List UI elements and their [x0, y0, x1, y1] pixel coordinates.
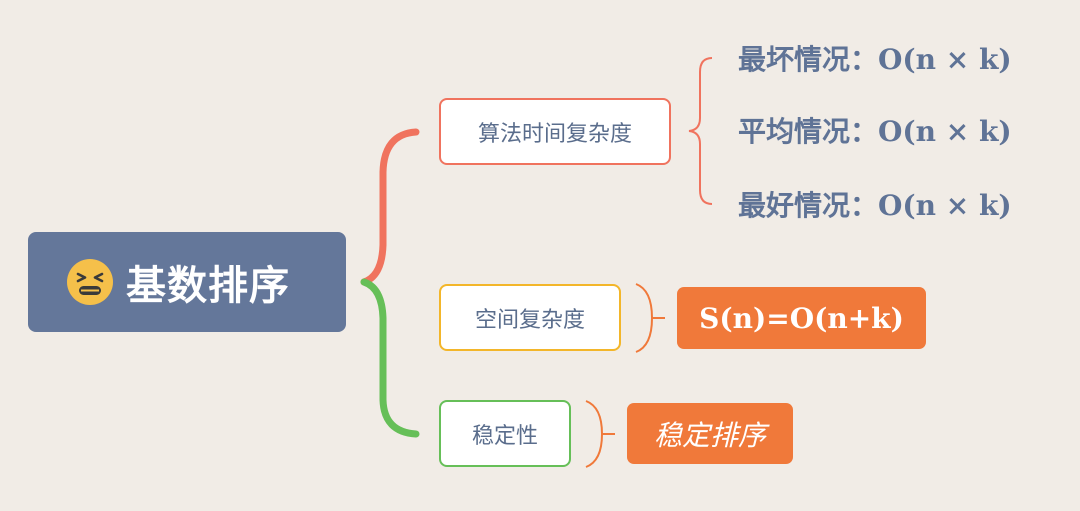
space-complexity-result: S(n)=O(n+k) [677, 287, 926, 349]
branch-space-complexity: 空间复杂度 [439, 284, 621, 351]
main-brace-lower [360, 278, 420, 438]
case-worst: 最坏情况：O(n × k) [738, 40, 1012, 80]
case-best: 最好情况：O(n × k) [738, 186, 1012, 226]
stability-brace [585, 400, 615, 468]
case-worst-value: O(n × k) [878, 43, 1012, 76]
case-average: 平均情况：O(n × k) [738, 112, 1012, 152]
case-average-label: 平均情况： [738, 115, 879, 148]
branch-time-complexity: 算法时间复杂度 [439, 98, 671, 165]
root-node: 基数排序 [28, 232, 346, 332]
case-average-value: O(n × k) [878, 115, 1012, 148]
persevering-face-icon [67, 259, 113, 305]
case-worst-label: 最坏情况： [738, 43, 879, 76]
root-title: 基数排序 [126, 263, 290, 309]
branch-stability: 稳定性 [439, 400, 571, 467]
main-brace-upper [360, 128, 420, 286]
space-brace [635, 283, 665, 353]
case-best-label: 最好情况： [738, 189, 879, 222]
stability-result: 稳定排序 [627, 403, 793, 464]
case-best-value: O(n × k) [878, 189, 1012, 222]
time-cases-brace [688, 57, 713, 205]
